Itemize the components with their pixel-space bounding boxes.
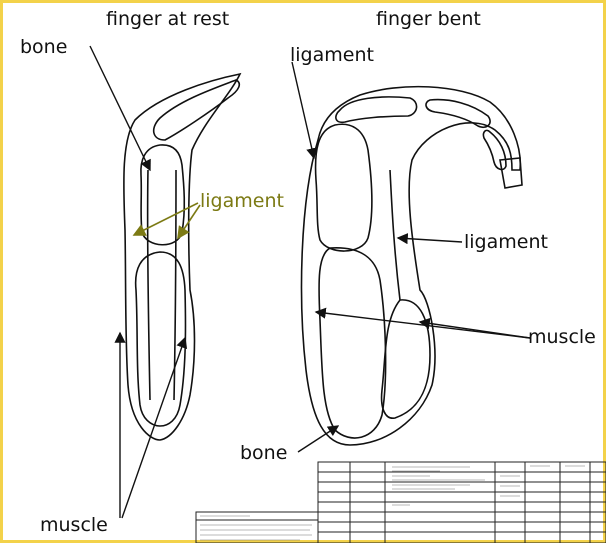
bone-top-arrow	[90, 46, 150, 170]
finger-at-rest-drawing	[124, 74, 240, 440]
leader-lines	[90, 46, 530, 518]
label-ligament-top: ligament	[290, 44, 374, 66]
ligament-right-arrow	[398, 238, 462, 242]
label-finger-bent: finger bent	[376, 8, 481, 30]
label-ligament-rest: ligament	[200, 190, 284, 212]
muscle-right-arrow-b	[420, 322, 530, 338]
ligament-rest-leaders	[134, 203, 200, 238]
ligament-top-arrow	[292, 62, 314, 158]
label-bone-top: bone	[20, 36, 67, 58]
label-ligament-right: ligament	[464, 231, 548, 253]
label-bone-bottom: bone	[240, 442, 287, 464]
drawing-title-block	[196, 462, 606, 543]
label-muscle-right: muscle	[528, 326, 596, 348]
label-finger-at-rest: finger at rest	[106, 8, 229, 30]
label-muscle-bottom: muscle	[40, 514, 108, 536]
finger-bent-drawing	[302, 87, 522, 445]
